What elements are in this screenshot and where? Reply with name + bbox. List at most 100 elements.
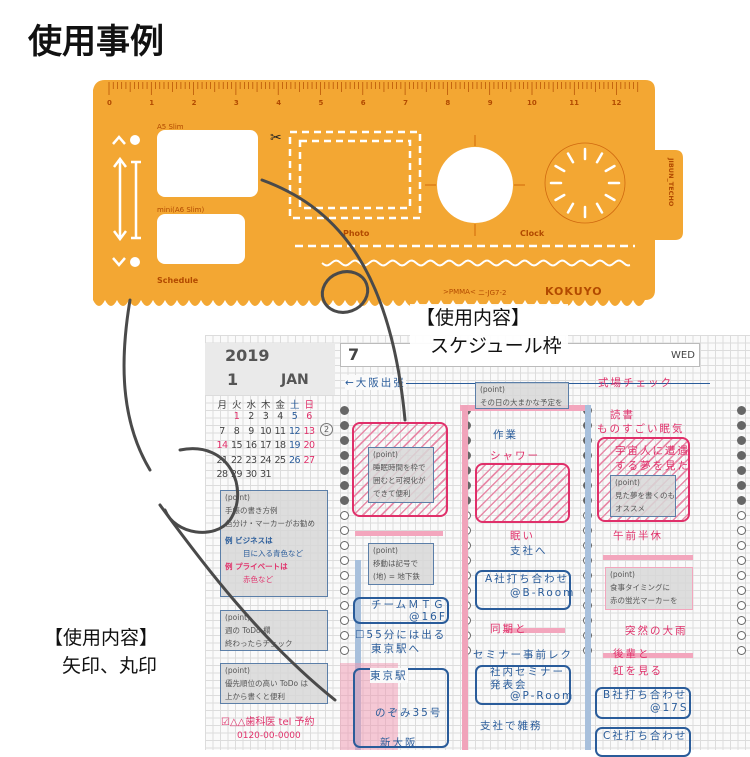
ruler-number: 0 (107, 99, 112, 107)
ruler-template (93, 80, 683, 306)
event-dest: 新大阪 (380, 737, 418, 749)
calendar-day: 18 (274, 440, 286, 451)
hour-marker (737, 421, 746, 430)
event-reading: 読書 (610, 409, 635, 421)
hour-marker (737, 601, 746, 610)
calendar-day: 27 (303, 454, 315, 466)
hour-marker (737, 496, 746, 505)
weekday-label: 日 (304, 400, 314, 411)
month-header (205, 343, 335, 395)
todo-item[interactable]: ☑△△歯科医 tel 予約 (221, 717, 315, 728)
calendar-day: 2 (248, 411, 254, 422)
week-number: 2 (320, 423, 333, 436)
event-branch: 支社へ (510, 545, 548, 557)
weekday-label: 月 (217, 400, 227, 411)
hour-marker (737, 616, 746, 625)
schedule-label: Schedule (157, 276, 199, 285)
calendar-day: 17 (259, 440, 272, 451)
hour-marker (737, 466, 746, 475)
calendar-day: 20 (303, 440, 315, 451)
model-text: ニ-JG7-2 (478, 289, 507, 297)
event-mtg-b-room: @17S (650, 702, 689, 714)
hour-marker (737, 541, 746, 550)
ruler-number: 10 (527, 99, 537, 107)
event-junior: 後輩と (613, 648, 651, 660)
calendar-day: 1 (233, 411, 240, 422)
event-seminar-room: @P-Room (510, 690, 575, 702)
event-box-mtg (353, 597, 449, 624)
photo-label: Photo (343, 229, 370, 238)
ruler-number: 8 (445, 99, 451, 107)
a5-label: A5 Slim (157, 123, 184, 131)
hour-marker (340, 646, 349, 655)
day-name: WED (671, 350, 695, 361)
event-rain: 突然の大雨 (625, 625, 688, 637)
ruler-number: 4 (276, 99, 282, 107)
hour-marker (340, 421, 349, 430)
hour-marker (340, 466, 349, 475)
note-colors: (point)手帳の書き方例色分け・マーカーがお勧め 例 ビジネスは目に入る青色… (220, 490, 328, 597)
ruler-number: 9 (487, 99, 493, 107)
calendar-day: 4 (277, 411, 283, 422)
hour-marker (737, 646, 746, 655)
event-mtg-a-room: @B-Room (510, 587, 576, 599)
hour-marker (737, 556, 746, 565)
day-number: 7 (348, 345, 360, 364)
calendar-day: 24 (259, 454, 272, 466)
clock-label: Clock (520, 229, 545, 238)
hour-marker (340, 631, 349, 640)
year: 2019 (225, 346, 270, 365)
hour-marker (340, 571, 349, 580)
weekday-label: 土 (289, 400, 300, 411)
event-station: 東京駅 (370, 668, 408, 683)
event-dream-2: する夢を見た (615, 460, 690, 472)
calendar-day: 16 (245, 440, 257, 451)
calendar-day: 6 (306, 411, 312, 422)
note-overview: (point)その日の大まかな予定を (475, 382, 569, 409)
hour-marker (737, 631, 746, 640)
hour-marker (737, 481, 746, 490)
hour-marker (737, 586, 746, 595)
event-train: のぞみ35号 (375, 707, 443, 719)
note-dream: (point)見た夢を書くのもオススメ (610, 475, 676, 517)
event-very-sleepy: ものすごい眠気 (597, 423, 685, 435)
mini-label: mini(A6 Slim) (157, 206, 205, 214)
hour-marker (737, 436, 746, 445)
calendar-day: 9 (248, 425, 254, 437)
hour-marker (340, 616, 349, 625)
move-bar (355, 560, 361, 750)
event-box-seminar (475, 665, 571, 705)
ruler-number: 1 (149, 99, 155, 107)
event-sleepy: 眠い (510, 530, 535, 542)
ruler-number: 2 (191, 99, 197, 107)
calendar-day: 23 (245, 454, 257, 466)
weekday-label: 水 (246, 400, 256, 411)
calendar-day: 10 (259, 425, 272, 437)
month-number: 1 (227, 370, 239, 389)
hour-marker (340, 511, 349, 520)
note-priority: (point)優先順位の高い ToDo は上から書くと便利 (220, 663, 328, 704)
day-bar-3 (585, 405, 591, 750)
hour-marker (340, 541, 349, 550)
ruler-number: 11 (569, 99, 580, 107)
circle-window (437, 147, 513, 223)
note-todo: (point)週の ToDo 欄終わったらチェック (220, 610, 328, 651)
hour-marker (340, 481, 349, 490)
hour-marker (340, 586, 349, 595)
hour-marker (737, 451, 746, 460)
event-mtg-c: C社打ち合わせ (603, 730, 688, 742)
calendar-day: 29 (230, 469, 243, 480)
hour-marker (340, 526, 349, 535)
calendar-day: 19 (288, 440, 301, 451)
arrow-symbols (112, 135, 141, 267)
calendar-day: 25 (274, 454, 286, 466)
hour-marker (340, 451, 349, 460)
calendar-day: 30 (245, 469, 257, 480)
event-half-day: 午前半休 (613, 530, 663, 542)
calendar-day: 12 (288, 425, 301, 437)
event-lunch: 同期と (490, 623, 528, 635)
note-move: (point)移動は記号で(地) = 地下鉄 (368, 543, 434, 585)
ruler-number: 3 (233, 99, 239, 107)
event-lecture: セミナー事前レク (473, 649, 573, 661)
event-rainbow: 虹を見る (613, 665, 663, 677)
